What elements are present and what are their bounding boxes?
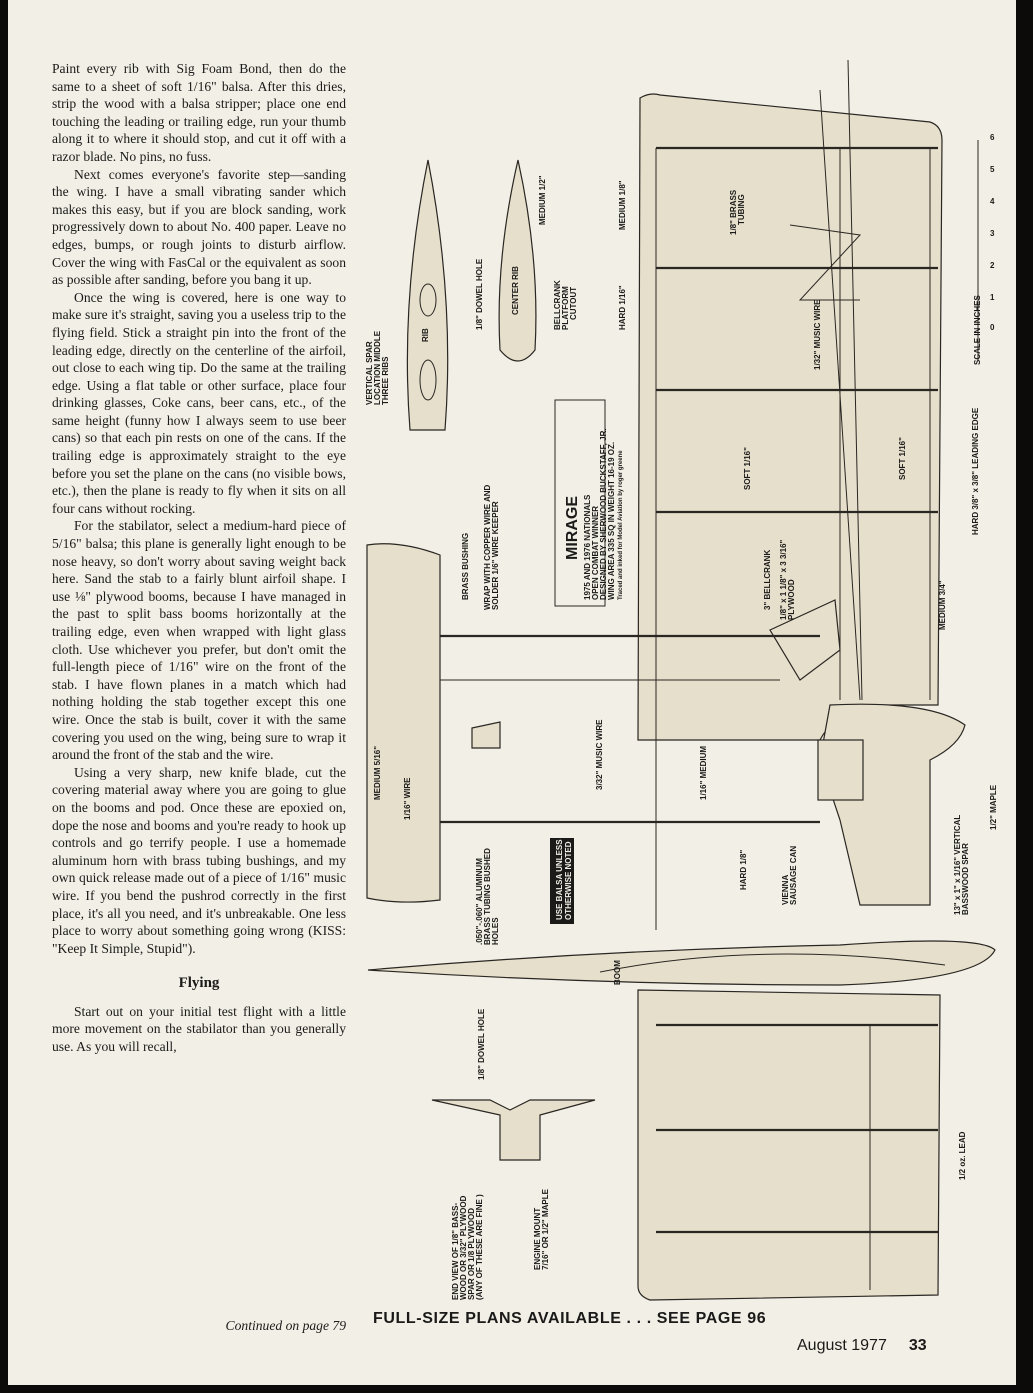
aluminum-horn [471,721,501,749]
continued-note: Continued on page 79 [225,1318,346,1333]
scale-tick: 0 [990,323,995,332]
title-block [554,399,606,607]
label: 3/32" MUSIC WIRE [595,719,604,790]
label: PLYWOOD [787,579,796,620]
label: SOFT 1/16" [898,437,907,480]
label: HARD 3/8" x 3/8" LEADING EDGE [971,407,980,535]
label: HARD 1/8" [739,850,748,890]
page-number: 33 [908,1337,927,1354]
label: 7/16" OR 1/2" MAPLE [541,1188,550,1270]
title-line: Traced and inked for Model Aviation by r… [618,450,624,600]
label: .050"-.060" ALUMINUM [475,858,484,945]
rib [406,159,449,431]
label: 13" x 1" x 1/16" VERTICAL [953,815,962,915]
label: 1/16" MEDIUM [699,746,708,800]
bellcrank [769,599,841,681]
paragraph: Next comes everyone's favorite step—sand… [52,166,346,288]
note-box [550,838,574,924]
label: VIENNA [781,875,790,905]
label: MEDIUM 1/2" [538,175,547,225]
note-text: USE BALSA UNLESS [555,839,564,920]
label: LOCATION MIDDLE [373,330,382,405]
sausage-can [817,739,864,801]
label: SOLDER 1/6" WIRE KEEPER [491,501,500,610]
label: WRAP WITH COPPER WIRE AND [483,484,492,610]
label: MEDIUM 5/16" [373,746,382,800]
paragraph: Once the wing is covered, here is one wa… [52,289,346,516]
label: 1/16" WIRE [403,777,412,820]
paragraph: Paint every rib with Sig Foam Bond, then… [52,61,346,164]
label: BRASS TUBING BUSHED [483,848,492,945]
label: VERTICAL SPAR [365,341,374,405]
label: SCALE IN INCHES [973,295,982,365]
paragraph: Start out on your initial test flight wi… [52,1003,346,1055]
nose-pod [819,703,966,906]
label: WOOD OR 3/32" PLYWOOD [459,1195,468,1300]
label: 1/2 oz. LEAD [958,1131,967,1180]
paragraph: Using a very sharp, new knife blade, cut… [52,764,346,956]
label: END VIEW OF 1/8" BASS- [451,1203,460,1300]
section-heading: Flying [178,975,220,992]
label: 3" BELLCRANK [763,550,772,610]
title-line: WING AREA 335 SQ IN WEIGHT 16-19 OZ. [607,442,616,600]
label: BELLCRANK [553,280,562,330]
label: SAUSAGE CAN [789,846,798,905]
note-text: OTHERWISE NOTED [564,841,573,920]
label: 1/8" DOWEL HOLE [477,1008,486,1080]
scale-tick: 4 [990,197,995,206]
wing-bottom-panel [637,989,941,1301]
label-rib: RIB [421,328,430,342]
plans-banner: FULL-SIZE PLANS AVAILABLE . . . SEE PAGE… [373,1310,767,1327]
label: ENGINE MOUNT [533,1208,542,1270]
scale-tick: 3 [990,229,995,238]
page-footer: August 1977 33 [797,1337,927,1355]
label: 1/8" BRASS [729,189,738,235]
stabilator [366,543,441,903]
title-line: OPEN COMBAT WINNER [591,506,600,600]
scale-tick: 2 [990,261,995,270]
label: HARD 1/16" [618,285,627,330]
label: MEDIUM 1/8" [618,180,627,230]
title-line: 1975 AND 1976 NATIONALS [583,494,592,600]
fuselage-side-view [367,940,996,986]
scale-tick: 6 [990,133,995,142]
scale-tick: 5 [990,165,995,174]
center-rib [498,159,537,362]
label: THREE RIBS [381,356,390,405]
label: 1/8" DOWEL HOLE [475,258,484,330]
label: SPAR OR 1/8 PLYWOOD [467,1208,476,1300]
label: MEDIUM 3/4" [938,580,947,630]
label: SOFT 1/16" [743,447,752,490]
label: 1/32" MUSIC WIRE [813,299,822,370]
label: CENTER RIB [511,266,520,315]
label: HOLES [491,917,500,945]
label: BOOM [613,960,622,985]
label: TUBING [737,194,746,225]
engine-mount [431,1099,596,1161]
plan-title: MIRAGE [564,496,581,560]
label: PLATFORM [561,286,570,330]
scale-tick: 1 [990,293,995,302]
label: 1/8" x 1 1/8" x 3 3/16" [779,539,788,620]
article-column: Paint every rib with Sig Foam Bond, then… [52,60,346,1056]
label: BRASS BUSHING [461,533,470,600]
label: BASSWOOD SPAR [961,843,970,915]
label: (ANY OF THESE ARE FINE ) [475,1194,484,1300]
issue-date: August 1977 [797,1337,887,1354]
title-line: DESIGNED BY SHERWOOD BUCKSTAFF, JR. [599,428,608,600]
paragraph: For the stabilator, select a medium-hard… [52,518,346,763]
label: 1/2" MAPLE [989,784,998,830]
label: CUTOUT [569,287,578,320]
